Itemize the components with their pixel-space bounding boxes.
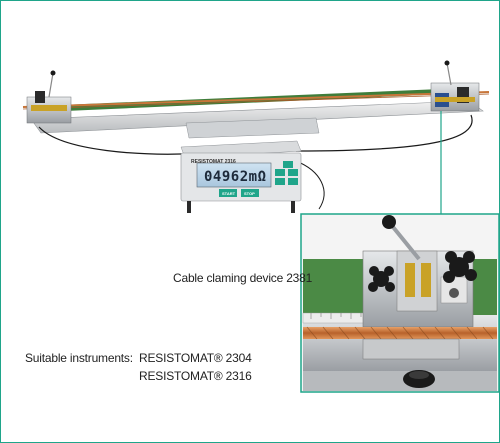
device-caption: Cable claming device 2381: [173, 271, 313, 285]
meter-start-button: START: [222, 191, 236, 196]
meter-display-reading: 04962mΩ: [204, 169, 267, 185]
clamping-bench: [22, 89, 490, 210]
left-clamp: [26, 70, 72, 124]
instrument-item-2304: RESISTOMAT® 2304: [139, 351, 252, 365]
right-clamp: [430, 60, 480, 112]
resistance-meter: [180, 140, 302, 213]
meter-stop-button: STOP: [244, 191, 255, 196]
meter-brand-label: RESISTOMAT 2316: [191, 159, 236, 165]
instrument-item-2316: RESISTOMAT® 2316: [139, 369, 252, 383]
detail-inset: [300, 111, 499, 393]
instruments-label: Suitable instruments:: [25, 351, 133, 365]
